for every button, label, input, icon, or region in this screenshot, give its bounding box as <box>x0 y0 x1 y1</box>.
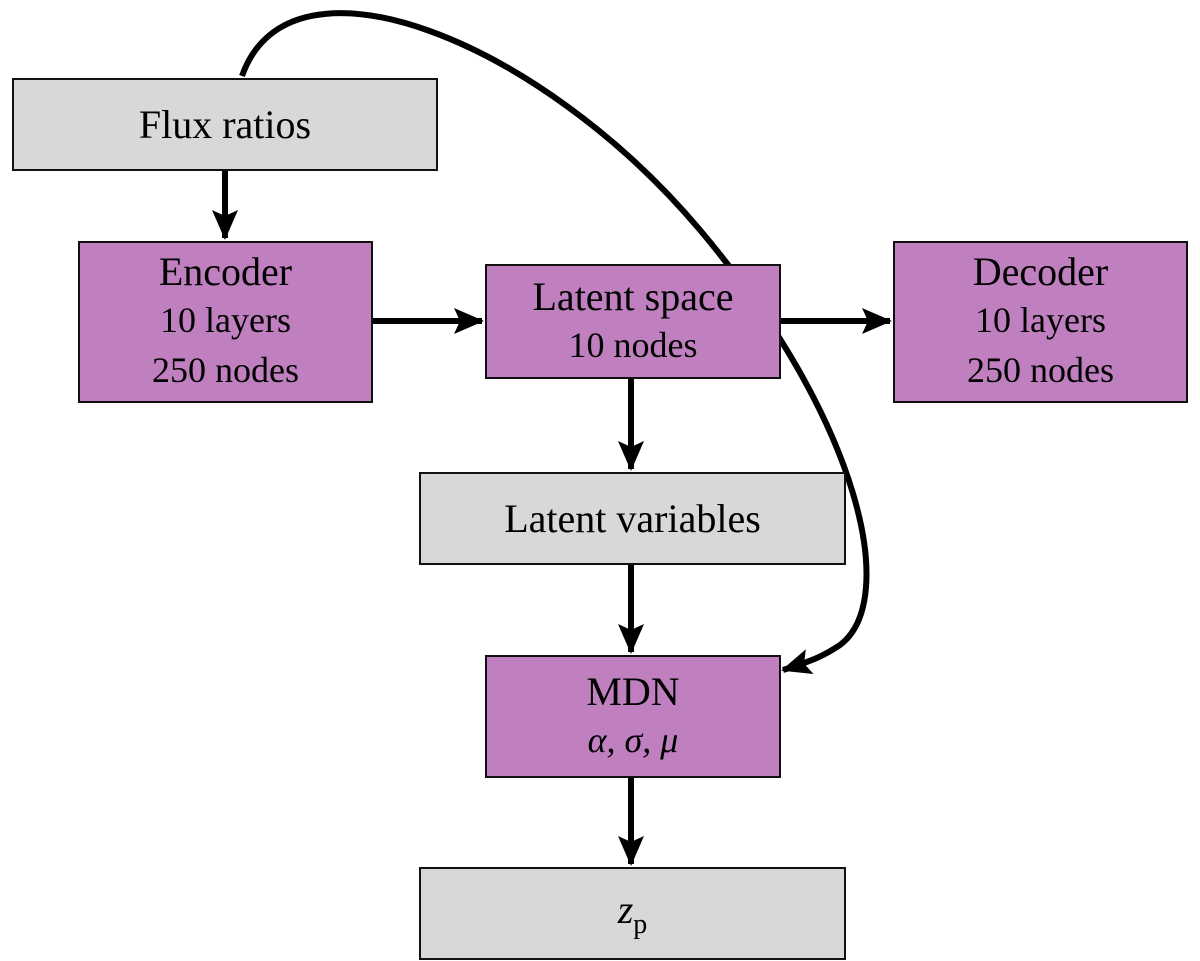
decoder-layers: 10 layers <box>975 300 1106 340</box>
encoder-title: Encoder <box>158 249 293 294</box>
encoder-nodes: 250 nodes <box>152 350 299 390</box>
encoder-box: Encoder 10 layers 250 nodes <box>78 241 373 403</box>
latent-variables-box: Latent variables <box>419 472 846 565</box>
output-zp-label: zp <box>618 886 648 941</box>
flux-ratios-label: Flux ratios <box>138 101 312 147</box>
latent-variables-label: Latent variables <box>504 495 761 541</box>
latent-space-title: Latent space <box>532 273 734 319</box>
mdn-params: α, σ, μ <box>587 719 679 760</box>
decoder-title: Decoder <box>972 249 1109 294</box>
latent-space-nodes: 10 nodes <box>568 324 698 365</box>
zp-subscript: p <box>633 909 648 940</box>
decoder-box: Decoder 10 layers 250 nodes <box>893 241 1188 403</box>
flux-ratios-box: Flux ratios <box>12 78 438 171</box>
output-zp-box: zp <box>419 867 846 960</box>
latent-space-box: Latent space 10 nodes <box>485 264 781 379</box>
mdn-box: MDN α, σ, μ <box>485 655 781 778</box>
encoder-layers: 10 layers <box>160 300 291 340</box>
mdn-title: MDN <box>586 668 680 714</box>
zp-symbol: z <box>617 887 634 932</box>
decoder-nodes: 250 nodes <box>967 350 1114 390</box>
